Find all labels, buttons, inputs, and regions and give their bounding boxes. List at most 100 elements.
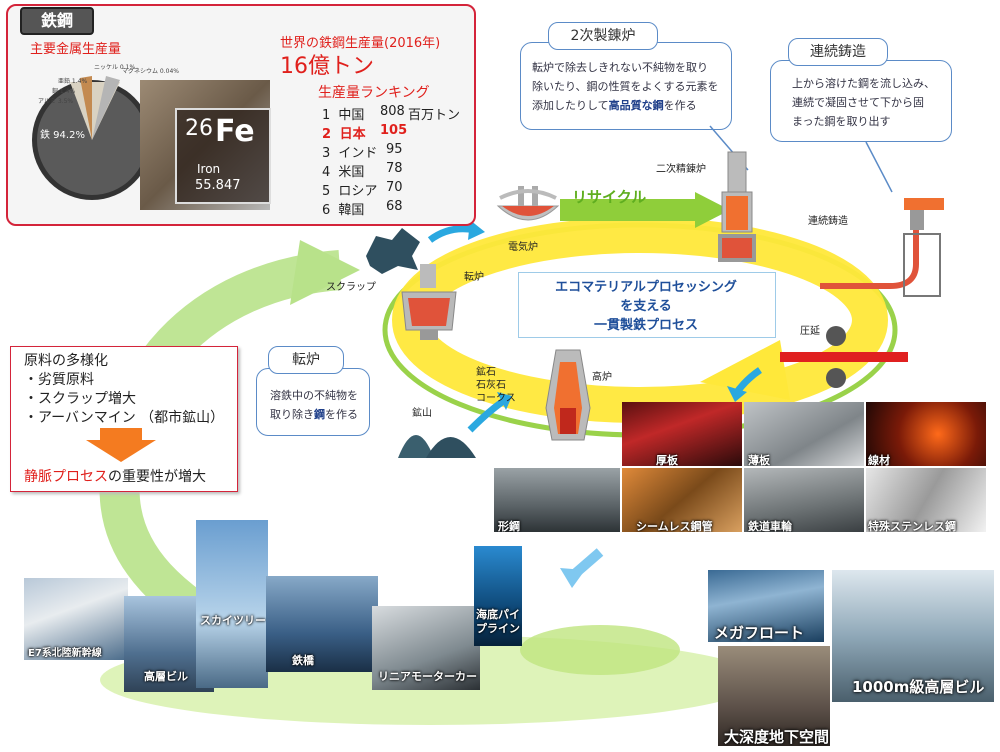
raw-materials-label: 鉱石 石灰石 コークス bbox=[476, 366, 516, 405]
continuous-casting-icon bbox=[820, 198, 944, 297]
secondary-refining-icon bbox=[718, 151, 756, 262]
application-label: E7系北陸新幹線 bbox=[28, 648, 102, 659]
blast-furnace-icon bbox=[545, 349, 591, 441]
rank-number: 5 bbox=[322, 184, 331, 199]
converter-callout-title: 転炉 bbox=[268, 346, 344, 374]
orange-down-arrow bbox=[86, 428, 156, 462]
product-label: 鉄道車輪 bbox=[748, 520, 792, 532]
electric-furnace-label: 電気炉 bbox=[508, 242, 538, 253]
center-title-line2: を支える bbox=[620, 299, 672, 314]
blue-arrowhead-scrap bbox=[468, 220, 485, 240]
application-label: 海底パイプライン bbox=[476, 608, 520, 635]
rank-country: 日本 bbox=[339, 127, 366, 142]
center-title-box bbox=[518, 272, 776, 338]
product-label: 特殊ステンレス鋼 bbox=[868, 520, 956, 532]
materials-conclusion: 静脈プロセスの重要性が増大 bbox=[24, 466, 206, 486]
product-label: 線材 bbox=[868, 454, 890, 466]
rank-value: 95 bbox=[386, 142, 403, 157]
rolling-label: 圧延 bbox=[800, 326, 820, 337]
application-shinkansen-photo: E7系北陸新幹線 bbox=[24, 578, 128, 660]
rank-country: ロシア bbox=[338, 184, 378, 199]
rank-country: 韓国 bbox=[338, 203, 365, 218]
materials-title: 原料の多様化 bbox=[24, 353, 108, 369]
center-title-line1: エコマテリアルプロセッシング bbox=[555, 280, 737, 295]
callout-line: まった鋼を取り出す bbox=[792, 115, 891, 128]
product-stainless-steel-photo: 特殊ステンレス鋼 bbox=[866, 468, 986, 532]
pie-label-magnesium: マグネシウム 0.04% bbox=[122, 68, 179, 75]
green-loop-arrowhead bbox=[290, 240, 360, 305]
ranking-row: 5 ロシア bbox=[322, 180, 377, 199]
converter-callout-body: 溶鉄中の不純物を 取り除き鋼を作る bbox=[270, 386, 370, 424]
callout-emphasis: 鋼 bbox=[314, 408, 325, 421]
center-title-line3: 一貫製鉄プロセス bbox=[593, 318, 698, 333]
rank-unit: 百万トン bbox=[408, 108, 461, 123]
conclusion-text: の重要性が増大 bbox=[108, 469, 206, 485]
blast-furnace-label: 高炉 bbox=[592, 372, 612, 383]
future-deep-underground-photo: 大深度地下空間 bbox=[718, 646, 830, 746]
ranking-title: 生産量ランキング bbox=[318, 85, 430, 101]
rank-value: 68 bbox=[386, 199, 403, 214]
product-shaped-steel-photo: 形鋼 bbox=[494, 468, 620, 532]
pie-label-copper: 銅 1.4% bbox=[52, 88, 76, 95]
recycle-label: リサイクル bbox=[572, 188, 647, 206]
future-label: 1000m級高層ビル bbox=[852, 678, 985, 696]
application-subsea-pipeline-photo: 海底パイプライン bbox=[474, 546, 522, 646]
product-label: シームレス鋼管 bbox=[636, 520, 713, 532]
scrap-label: スクラップ bbox=[326, 282, 376, 293]
raw-limestone: 石灰石 bbox=[476, 380, 506, 391]
application-skytree-photo: スカイツリー bbox=[196, 520, 268, 688]
application-label: リニアモーターカー bbox=[378, 670, 477, 683]
ranking-row: 6 韓国 bbox=[322, 199, 364, 218]
blue-arrowhead-rolling bbox=[727, 386, 747, 402]
product-label: 厚板 bbox=[656, 454, 678, 466]
ranking-row-japan: 2 日本 bbox=[322, 123, 366, 142]
application-label: 高層ビル bbox=[144, 670, 188, 683]
rolling-mill-icon bbox=[780, 326, 908, 388]
metals-pie-graphic bbox=[32, 76, 152, 200]
callout-line: 連続で凝固させて下から固 bbox=[792, 96, 924, 109]
electric-furnace-icon bbox=[496, 186, 560, 221]
future-label: メガフロート bbox=[714, 624, 805, 642]
pie-label-aluminum: アルミ 3.5% bbox=[38, 98, 74, 105]
raw-coke: コークス bbox=[476, 393, 516, 404]
recycle-arrowhead bbox=[695, 192, 730, 228]
application-label: 鉄橋 bbox=[292, 654, 314, 667]
rank-number: 6 bbox=[322, 203, 331, 218]
secondary-refining-body: 転炉で除去しきれない不純物を取り 除いたり、鋼の性質をよくする元素を 添加したり… bbox=[532, 58, 728, 115]
rank-value: 78 bbox=[386, 161, 403, 176]
ranking-row: 1 中国 bbox=[322, 104, 364, 123]
rank-country: インド bbox=[338, 146, 378, 161]
rank-country: 米国 bbox=[338, 165, 365, 180]
pie-copper-slice bbox=[80, 76, 92, 140]
future-supertall-building-photo: 1000m級高層ビル bbox=[832, 570, 994, 702]
casting-callout bbox=[770, 60, 952, 142]
pie-aluminum-slice bbox=[92, 76, 120, 140]
converter-icon bbox=[401, 264, 457, 340]
callout-emphasis: 高品質な鋼 bbox=[608, 99, 664, 112]
materials-diversification-box bbox=[10, 346, 238, 492]
rank-number: 3 bbox=[322, 146, 331, 161]
product-label: 形鋼 bbox=[498, 520, 520, 532]
element-symbol: Fe bbox=[215, 114, 255, 149]
blue-arrowhead-mine bbox=[497, 392, 512, 410]
product-label: 薄板 bbox=[748, 454, 770, 466]
casting-callout-body: 上から溶けた鋼を流し込み、 連続で凝固させて下から固 まった鋼を取り出す bbox=[792, 74, 952, 131]
callout-line: 溶鉄中の不純物を bbox=[270, 389, 358, 402]
rank-number: 1 bbox=[322, 108, 331, 123]
casting-callout-title: 連続鋳造 bbox=[788, 38, 888, 66]
callout-line: 上から溶けた鋼を流し込み、 bbox=[792, 77, 935, 90]
product-seamless-pipe-photo: シームレス鋼管 bbox=[622, 468, 742, 532]
converter-callout bbox=[256, 368, 370, 436]
application-bridge-photo: 鉄橋 bbox=[266, 576, 378, 672]
rank-value-japan: 105 bbox=[380, 123, 408, 138]
product-railway-wheel-photo: 鉄道車輪 bbox=[744, 468, 864, 532]
converter-label: 転炉 bbox=[464, 272, 484, 283]
rank-number: 2 bbox=[322, 127, 332, 142]
element-number: 26 bbox=[185, 116, 213, 141]
ranking-row: 3 インド bbox=[322, 142, 377, 161]
element-weight: 55.847 bbox=[195, 178, 241, 193]
pie-label-iron: 鉄 94.2% bbox=[40, 130, 85, 141]
conclusion-accent: 静脈プロセス bbox=[24, 469, 108, 485]
casting-callout-pointer bbox=[865, 141, 893, 193]
iron-element-tile: 26 Fe Iron 55.847 bbox=[175, 108, 271, 204]
